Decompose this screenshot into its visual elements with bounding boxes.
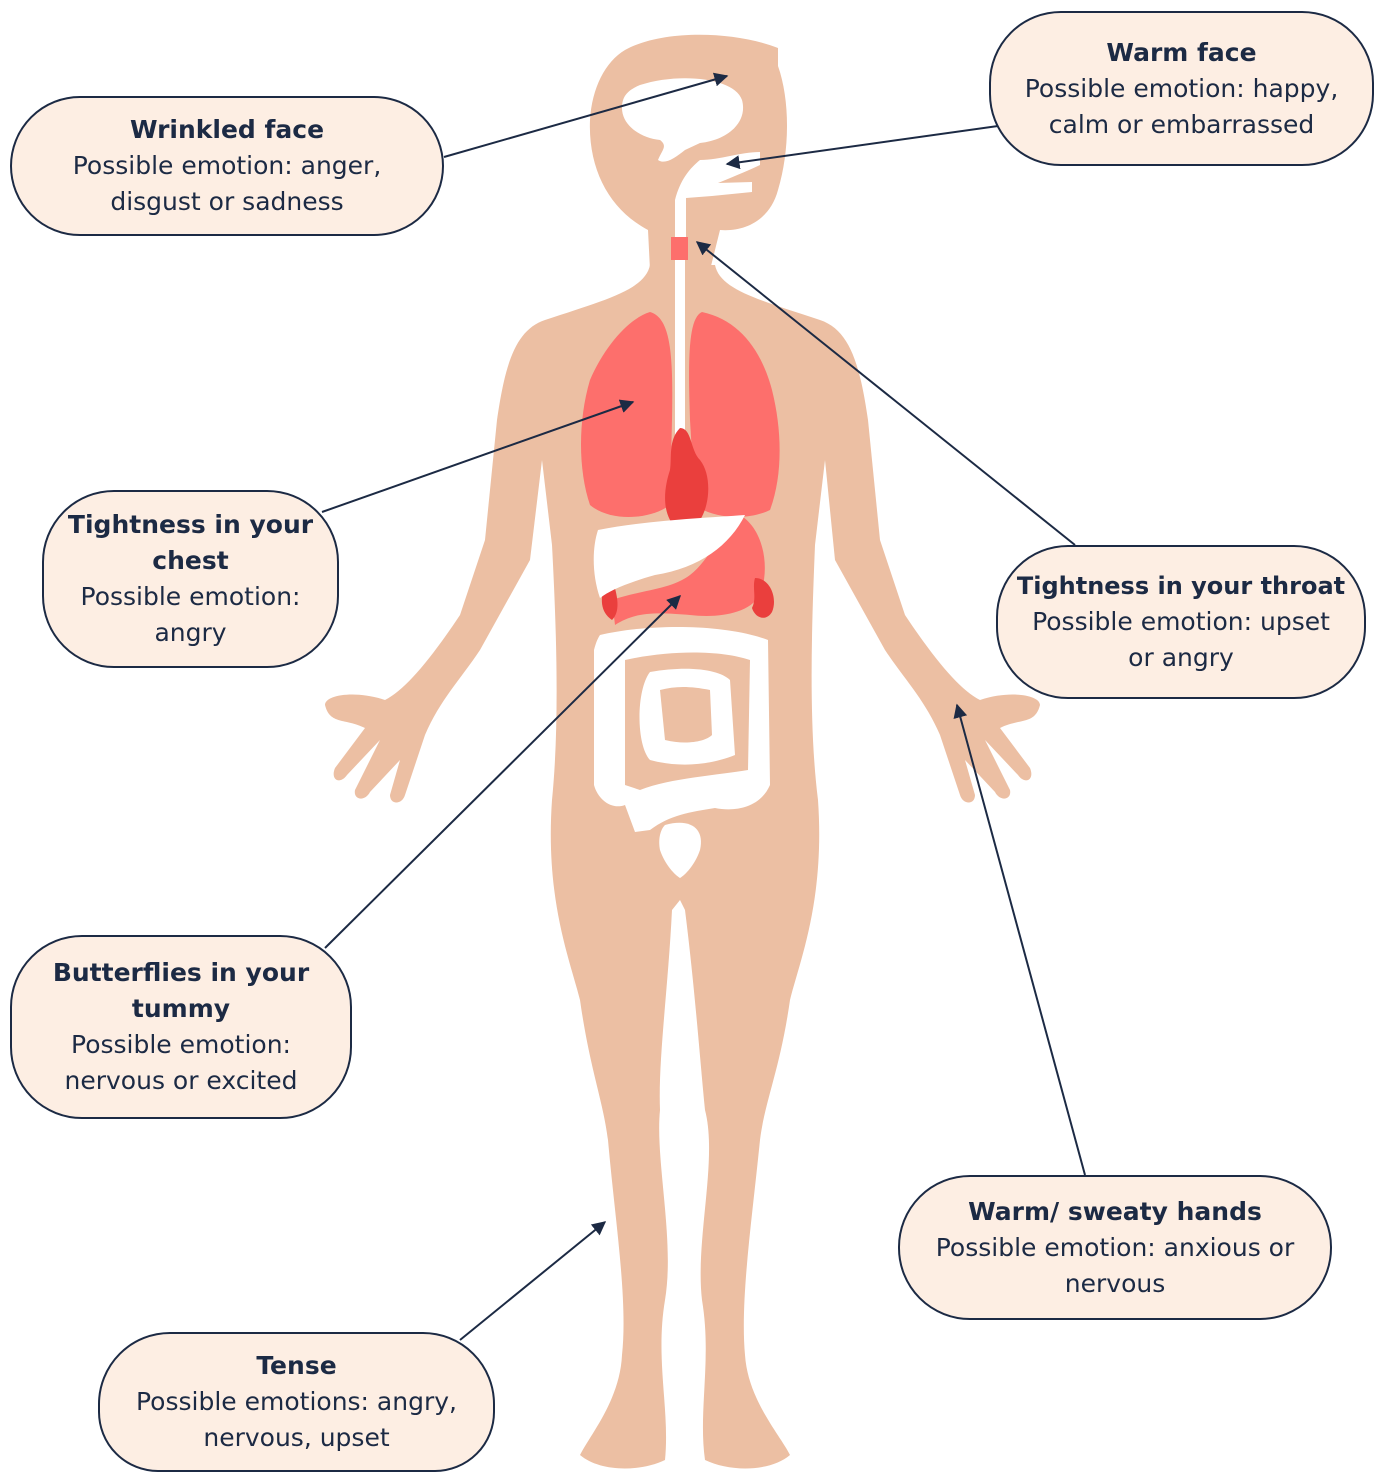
callout-text: Possible emotion: angry [66, 579, 316, 651]
callout-title: Tightness in your throat [1017, 568, 1345, 604]
callout-text: Possible emotion: anxious or nervous [930, 1230, 1300, 1302]
leader-tense [460, 1222, 605, 1340]
callout-text: Possible emotion: anger, disgust or sadn… [52, 148, 402, 220]
callout-title: Warm face [1106, 35, 1256, 71]
callout-text: Possible emotion: nervous or excited [41, 1027, 321, 1099]
callout-title: Tightness in your chest [61, 507, 321, 579]
callout-title: Butterflies in your tummy [46, 955, 316, 1027]
throat-marker [671, 237, 688, 260]
callout-wrinkled-face: Wrinkled face Possible emotion: anger, d… [10, 96, 444, 236]
trachea [675, 260, 685, 440]
callout-hands: Warm/ sweaty hands Possible emotion: anx… [898, 1175, 1332, 1320]
callout-title: Warm/ sweaty hands [968, 1194, 1262, 1230]
callout-chest: Tightness in your chest Possible emotion… [42, 490, 339, 668]
callout-tummy: Butterflies in your tummy Possible emoti… [10, 935, 352, 1119]
callout-title: Wrinkled face [130, 112, 324, 148]
callout-throat: Tightness in your throat Possible emotio… [996, 545, 1366, 699]
callout-text: Possible emotion: upset or angry [1016, 604, 1346, 676]
callout-warm-face: Warm face Possible emotion: happy, calm … [989, 11, 1374, 166]
callout-tense: Tense Possible emotions: angry, nervous,… [98, 1332, 495, 1472]
callout-title: Tense [256, 1348, 336, 1384]
callout-text: Possible emotion: happy, calm or embarra… [1009, 71, 1354, 143]
callout-text: Possible emotions: angry, nervous, upset [117, 1384, 477, 1456]
